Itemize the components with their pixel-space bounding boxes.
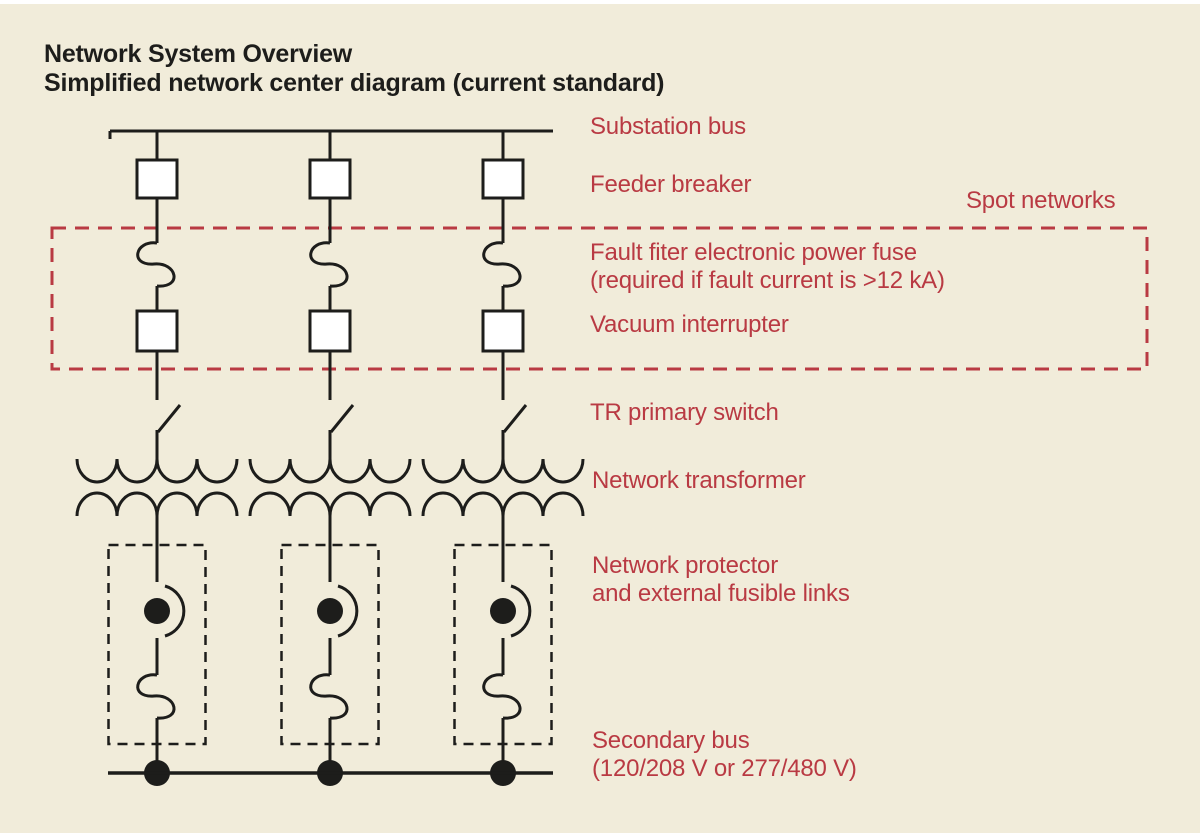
- label-feeder-breaker: Feeder breaker: [590, 171, 752, 198]
- label-secondary-bus-line2: (120/208 V or 277/480 V): [592, 755, 857, 782]
- label-secondary-bus-line1: Secondary bus: [592, 727, 750, 754]
- label-tr-primary-switch: TR primary switch: [590, 399, 779, 426]
- label-spot-networks: Spot networks: [966, 187, 1116, 214]
- label-fault-fuse-line1: Fault fiter electronic power fuse: [590, 239, 917, 266]
- top-edge-strip: [0, 0, 1200, 4]
- label-fault-fuse: Fault fiter electronic power fuse (requi…: [590, 239, 945, 295]
- label-vacuum-interrupter: Vacuum interrupter: [590, 311, 789, 338]
- label-network-protector: Network protector and external fusible l…: [592, 552, 850, 608]
- label-network-protector-line1: Network protector: [592, 552, 778, 579]
- page-title-line2: Simplified network center diagram (curre…: [44, 69, 665, 97]
- page-title: Network System Overview Simplified netwo…: [44, 40, 664, 98]
- label-secondary-bus: Secondary bus (120/208 V or 277/480 V): [592, 727, 857, 783]
- label-network-protector-line2: and external fusible links: [592, 580, 850, 607]
- page-title-line1: Network System Overview: [44, 40, 353, 68]
- label-substation-bus: Substation bus: [590, 113, 746, 140]
- label-fault-fuse-line2: (required if fault current is >12 kA): [590, 267, 945, 294]
- label-network-transformer: Network transformer: [592, 467, 806, 494]
- spot-networks-region-box: [50, 226, 1149, 371]
